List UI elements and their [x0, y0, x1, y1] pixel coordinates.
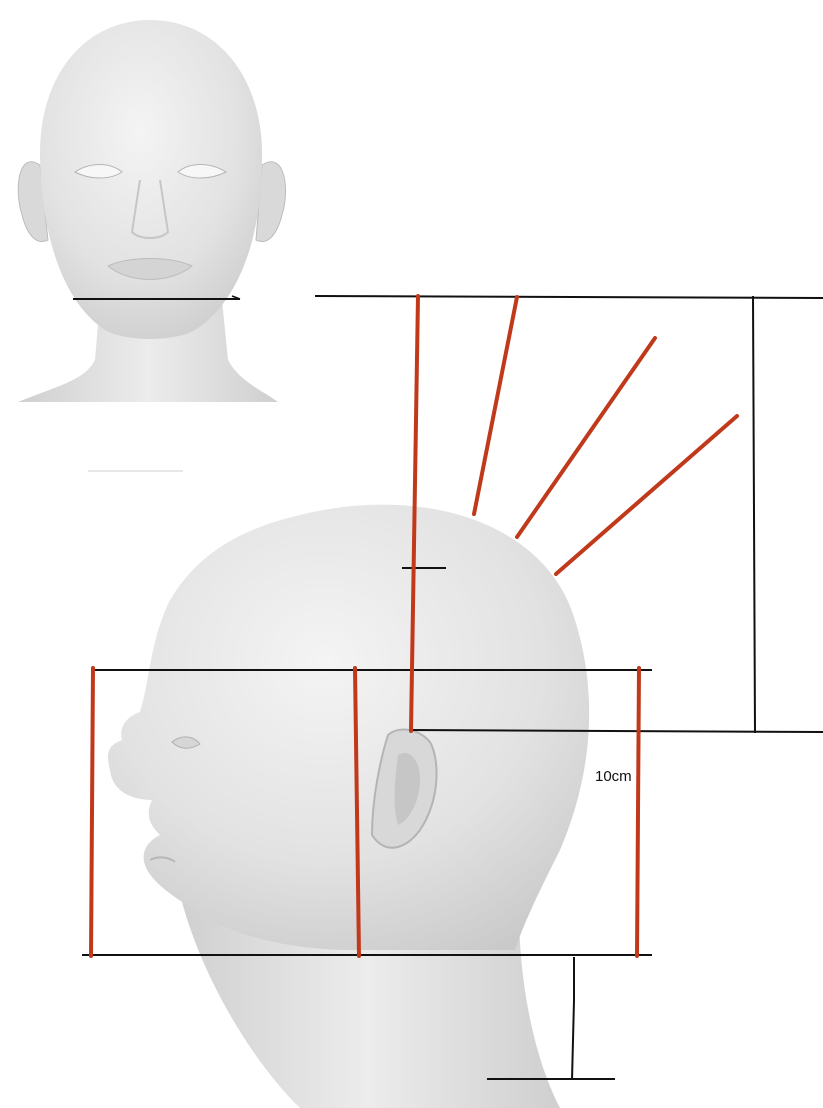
top-guide-line — [315, 296, 823, 298]
neck-measure-vertical-lower — [572, 1000, 574, 1080]
front-head-shape — [40, 20, 262, 339]
side-view-head — [108, 505, 589, 1108]
box-section-line-back — [637, 668, 639, 956]
side-head-shape — [108, 505, 589, 950]
front-view-head — [18, 20, 286, 402]
box-section-line-front — [91, 668, 93, 956]
neck-measurement-label: 10cm — [595, 768, 632, 785]
radial-section-line-1 — [474, 297, 517, 514]
right-vertical-guide — [753, 296, 755, 733]
